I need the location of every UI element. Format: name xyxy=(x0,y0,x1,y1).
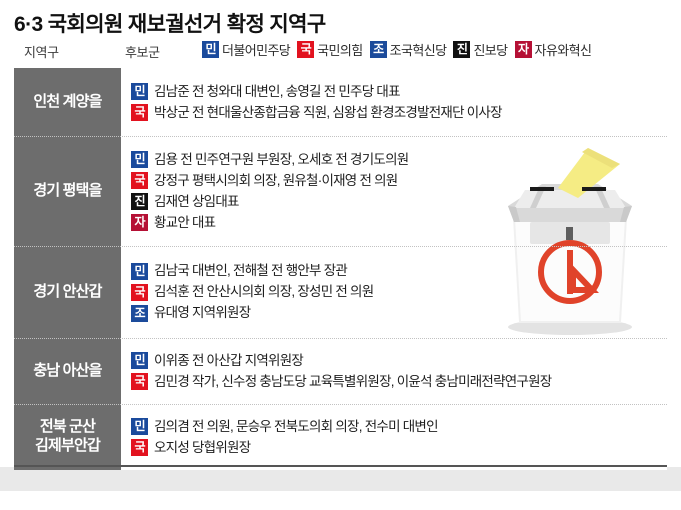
candidate-names: 김남국 대변인, 전해철 전 행안부 장관 xyxy=(154,263,348,279)
region-label: 충남 아산을 xyxy=(14,338,121,404)
candidate-line: 조 유대영 지역위원장 xyxy=(131,304,667,322)
party-badge-icon: 국 xyxy=(131,283,148,301)
region-label-line: 경기 안산갑 xyxy=(33,282,102,300)
page-title: 6·3 국회의원 재보궐선거 확정 지역구 xyxy=(14,13,326,36)
party-badge-icon: 민 xyxy=(131,352,148,369)
party-badge-icon: 진 xyxy=(131,193,148,210)
party-badge-icon: 조 xyxy=(131,304,148,322)
region-label-line: 전북 군산 xyxy=(39,418,96,436)
party-badge-icon: 자 xyxy=(514,41,532,58)
legend-label: 진보당 xyxy=(473,43,508,58)
candidate-line: 자 황교안 대표 xyxy=(131,214,667,231)
party-badge-icon: 국 xyxy=(297,41,315,58)
candidate-line: 국 강정구 평택시의회 의장, 원유철·이재영 전 의원 xyxy=(131,172,667,189)
candidate-line: 민 김용 전 민주연구원 부원장, 오세호 전 경기도의원 xyxy=(131,151,667,168)
legend-label: 더불어민주당 xyxy=(222,43,291,58)
region-label-line: 충남 아산을 xyxy=(33,361,102,379)
region-label: 인천 계양을 xyxy=(14,68,121,136)
legend-label: 자유와혁신 xyxy=(534,43,592,58)
candidate-names: 강정구 평택시의회 의장, 원유철·이재영 전 의원 xyxy=(154,172,398,188)
party-badge-icon: 국 xyxy=(131,104,148,121)
region-label-line: 김제부안갑 xyxy=(34,437,101,454)
candidate-line: 국 김석훈 전 안산시의회 의장, 장성민 전 의원 xyxy=(131,283,667,301)
region-label-line: 경기 평택을 xyxy=(33,181,102,199)
candidate-line: 민 김의겸 전 의원, 문승우 전북도의회 의장, 전수미 대변인 xyxy=(131,418,667,435)
candidate-line: 민 김남준 전 청와대 대변인, 송영길 전 민주당 대표 xyxy=(131,83,667,100)
candidate-names: 오지성 당협위원장 xyxy=(154,439,251,455)
candidate-line: 국 오지성 당협위원장 xyxy=(131,439,667,456)
footer-band xyxy=(0,467,681,491)
party-badge-icon: 민 xyxy=(202,41,219,58)
column-header-candidates: 후보군 xyxy=(125,45,160,60)
party-badge-icon: 민 xyxy=(131,418,148,435)
party-badge-icon: 진 xyxy=(453,41,471,58)
region-label: 경기 평택을 xyxy=(14,136,121,246)
candidate-names: 김재연 상임대표 xyxy=(154,193,239,209)
region-label: 경기 안산갑 xyxy=(14,246,121,338)
candidate-line: 민 이위종 전 아산갑 지역위원장 xyxy=(131,352,667,369)
candidate-names: 유대영 지역위원장 xyxy=(154,305,251,321)
party-badge-icon: 국 xyxy=(131,373,148,390)
party-badge-icon: 국 xyxy=(131,439,148,456)
candidate-line: 민 김남국 대변인, 전해철 전 행안부 장관 xyxy=(131,262,667,280)
row-divider xyxy=(14,246,667,247)
candidate-names: 김민경 작가, 신수정 충남도당 교육특별위원장, 이윤석 충남미래전략연구원장 xyxy=(154,373,552,389)
party-badge-icon: 조 xyxy=(369,41,387,58)
party-badge-icon: 국 xyxy=(131,172,148,189)
candidate-names: 김용 전 민주연구원 부원장, 오세호 전 경기도의원 xyxy=(154,151,409,167)
row-divider xyxy=(14,338,667,339)
party-badge-icon: 민 xyxy=(131,262,148,280)
candidate-names: 이위종 전 아산갑 지역위원장 xyxy=(154,352,304,368)
candidate-names: 황교안 대표 xyxy=(154,214,216,230)
table-bottom-rule xyxy=(14,465,667,467)
row-divider xyxy=(14,136,667,137)
candidate-line: 국 김민경 작가, 신수정 충남도당 교육특별위원장, 이윤석 충남미래전략연구원… xyxy=(131,373,667,390)
legend-label: 국민의힘 xyxy=(317,43,363,58)
row-divider xyxy=(14,404,667,405)
candidate-names: 김의겸 전 의원, 문승우 전북도의회 의장, 전수미 대변인 xyxy=(154,418,438,434)
candidate-names: 김남준 전 청와대 대변인, 송영길 전 민주당 대표 xyxy=(154,83,400,99)
candidate-names: 김석훈 전 안산시의회 의장, 장성민 전 의원 xyxy=(154,284,374,300)
candidate-line: 진 김재연 상임대표 xyxy=(131,193,667,210)
column-header-region: 지역구 xyxy=(24,45,59,60)
legend-label: 조국혁신당 xyxy=(389,43,447,58)
region-label-line: 인천 계양을 xyxy=(33,92,102,110)
party-badge-icon: 민 xyxy=(131,151,148,168)
party-badge-icon: 민 xyxy=(131,83,148,100)
candidate-line: 국 박상군 전 현대울산종합금융 직원, 심왕섭 환경조경발전재단 이사장 xyxy=(131,104,667,121)
party-badge-icon: 자 xyxy=(131,214,148,231)
footer-white xyxy=(0,491,681,510)
candidate-names: 박상군 전 현대울산종합금융 직원, 심왕섭 환경조경발전재단 이사장 xyxy=(154,104,503,120)
